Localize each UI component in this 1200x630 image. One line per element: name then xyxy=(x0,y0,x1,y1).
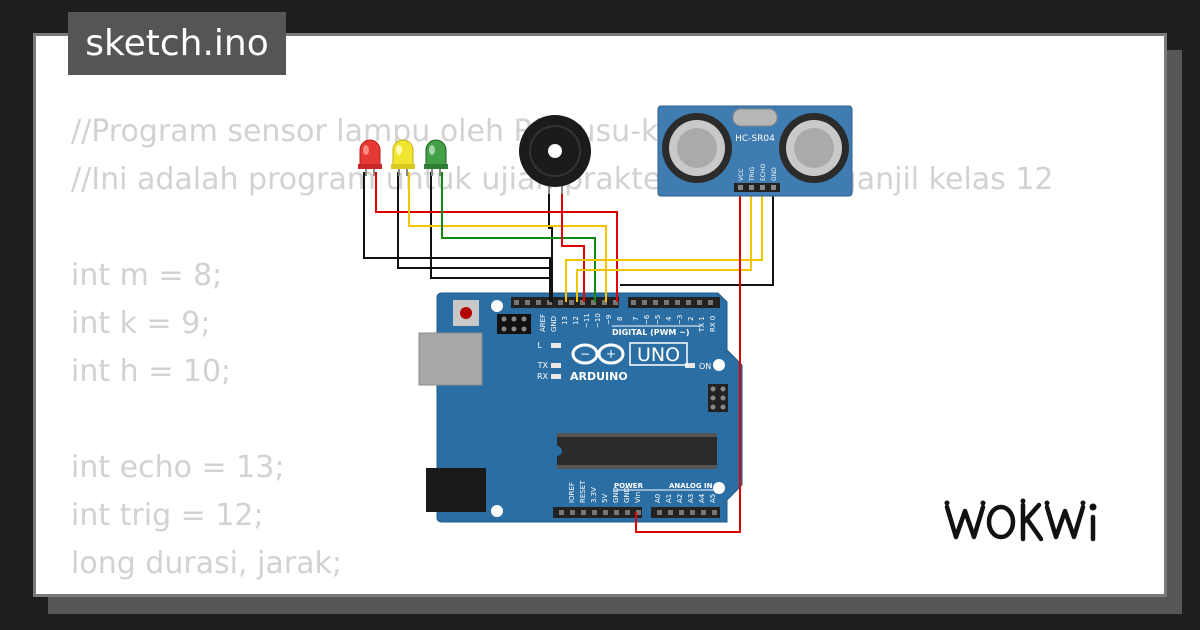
wire-buzzer-gnd xyxy=(548,190,553,302)
usb-port xyxy=(418,332,483,386)
pin-label-a0: A0 xyxy=(654,494,662,503)
pin-label-gnd-2: GND xyxy=(623,487,631,503)
uno-badge xyxy=(629,342,688,366)
pin-label-tx: TX 1 xyxy=(698,316,706,333)
sensor-pin-gnd: GND xyxy=(771,167,778,181)
wire-red-led-pin8 xyxy=(375,172,618,302)
pin-label-ioref: IOREF xyxy=(568,482,576,503)
code-line: int k = 9; xyxy=(71,306,211,341)
ultrasonic-transducer-right xyxy=(779,113,849,183)
wire-yellow-led-pin9 xyxy=(408,172,607,302)
led-on xyxy=(685,363,695,368)
pin-label-a3: A3 xyxy=(687,494,695,503)
wire-green-led-pin10 xyxy=(441,172,596,302)
pin-label-gnd-1: GND xyxy=(612,487,620,503)
led-label-tx: TX xyxy=(537,361,549,370)
power-header xyxy=(553,507,642,518)
pin-label-3: ~3 xyxy=(676,315,684,325)
led-label-on: ON xyxy=(699,362,711,371)
code-line: long durasi, jarak; xyxy=(71,546,343,581)
mount-hole xyxy=(713,482,725,494)
pin-label-3v3: 3.3V xyxy=(590,487,598,503)
analog-label: ANALOG IN xyxy=(669,482,713,490)
analog-header xyxy=(651,507,720,518)
code-line: int trig = 12; xyxy=(71,498,264,533)
pin-label-10: ~10 xyxy=(594,313,602,328)
code-line: int h = 10; xyxy=(71,354,232,389)
pin-label-8: 8 xyxy=(616,317,624,321)
pin-label-4: 4 xyxy=(665,316,673,321)
pin-label-a4: A4 xyxy=(698,493,706,503)
icsp-header xyxy=(497,314,531,334)
icsp-header-2 xyxy=(708,384,728,412)
led-label-rx: RX xyxy=(537,372,549,381)
pin-label-5v: 5V xyxy=(601,494,609,503)
digital-header-right xyxy=(628,297,720,308)
digital-header-left xyxy=(511,297,619,308)
wire-trig-pin12 xyxy=(576,190,752,302)
ultrasonic-transducer-left xyxy=(662,113,732,183)
sensor-model-label: HC-SR04 xyxy=(735,134,775,144)
led-rx xyxy=(551,374,561,379)
board-brand: ARDUINO xyxy=(570,370,628,383)
mount-hole xyxy=(491,300,503,312)
code-editor: //Program sensor lampu oleh Rikkusu-kun … xyxy=(71,108,1054,588)
power-label: POWER xyxy=(614,482,644,490)
wire-red-led-gnd xyxy=(363,172,551,302)
pin-label-a5: A5 xyxy=(709,494,717,503)
pin-label-a1: A1 xyxy=(665,494,673,503)
pin-label-gnd: GND xyxy=(550,316,558,332)
wire-sensor-gnd xyxy=(620,190,774,286)
arduino-logo-icon xyxy=(571,343,625,365)
pin-label-a2: A2 xyxy=(676,494,684,503)
digital-header-label: DIGITAL (PWM ~) xyxy=(612,328,690,337)
crystal-oscillator xyxy=(732,108,778,127)
buzzer[interactable] xyxy=(519,115,591,194)
wires xyxy=(363,172,774,533)
pin-label-9: ~9 xyxy=(605,315,613,325)
pin-label-6: ~6 xyxy=(643,314,651,325)
mount-hole xyxy=(713,359,725,371)
led-label-l: L xyxy=(538,341,543,350)
pin-label-reset: RESET xyxy=(579,480,587,503)
led-green[interactable] xyxy=(424,139,448,176)
led-yellow[interactable] xyxy=(391,139,415,176)
wire-buzzer-pin11 xyxy=(561,190,585,302)
file-tab[interactable]: sketch.ino xyxy=(68,12,286,75)
pin-label-5: ~5 xyxy=(654,315,662,325)
wire-yellow-led-gnd xyxy=(397,172,550,269)
pin-label-rx: RX 0 xyxy=(709,316,717,332)
ultrasonic-sensor-hcsr04[interactable]: HC-SR04 VCC TRIG ECHO GND xyxy=(657,105,853,197)
pin-label-vin: Vin xyxy=(634,492,642,503)
sensor-pin-trig: TRIG xyxy=(749,166,756,182)
pin-label-7: 7 xyxy=(632,317,640,321)
mount-hole xyxy=(491,505,503,517)
wire-green-led-gnd xyxy=(430,172,550,279)
wokwi-logo xyxy=(944,498,1097,542)
reset-button-cap[interactable] xyxy=(460,307,472,319)
svg-text:+: + xyxy=(606,347,616,361)
sensor-header xyxy=(734,183,780,192)
board-model: UNO xyxy=(637,344,680,366)
sensor-pin-echo: ECHO xyxy=(760,164,767,181)
led-tx xyxy=(551,363,561,368)
pin-label-aref: AREF xyxy=(539,314,547,332)
pin-label-11: ~11 xyxy=(583,313,591,328)
wire-sensor-vcc xyxy=(635,190,741,533)
pin-label-13: 13 xyxy=(561,316,569,325)
code-line: int echo = 13; xyxy=(71,450,285,485)
led-l xyxy=(551,343,561,348)
pin-label-2: 2 xyxy=(687,317,695,321)
svg-text:−: − xyxy=(580,347,590,361)
arduino-uno-board[interactable]: AREF GND 13 12 ~11 ~10 ~9 8 7 ~6 ~5 4 ~3… xyxy=(418,292,743,523)
led-red[interactable] xyxy=(358,139,382,176)
code-line: int m = 8; xyxy=(71,258,223,293)
power-jack xyxy=(426,468,486,512)
sensor-pin-vcc: VCC xyxy=(738,169,745,181)
atmega-chip xyxy=(557,433,717,469)
wire-echo-pin13 xyxy=(565,190,763,302)
pin-label-12: 12 xyxy=(572,316,580,325)
